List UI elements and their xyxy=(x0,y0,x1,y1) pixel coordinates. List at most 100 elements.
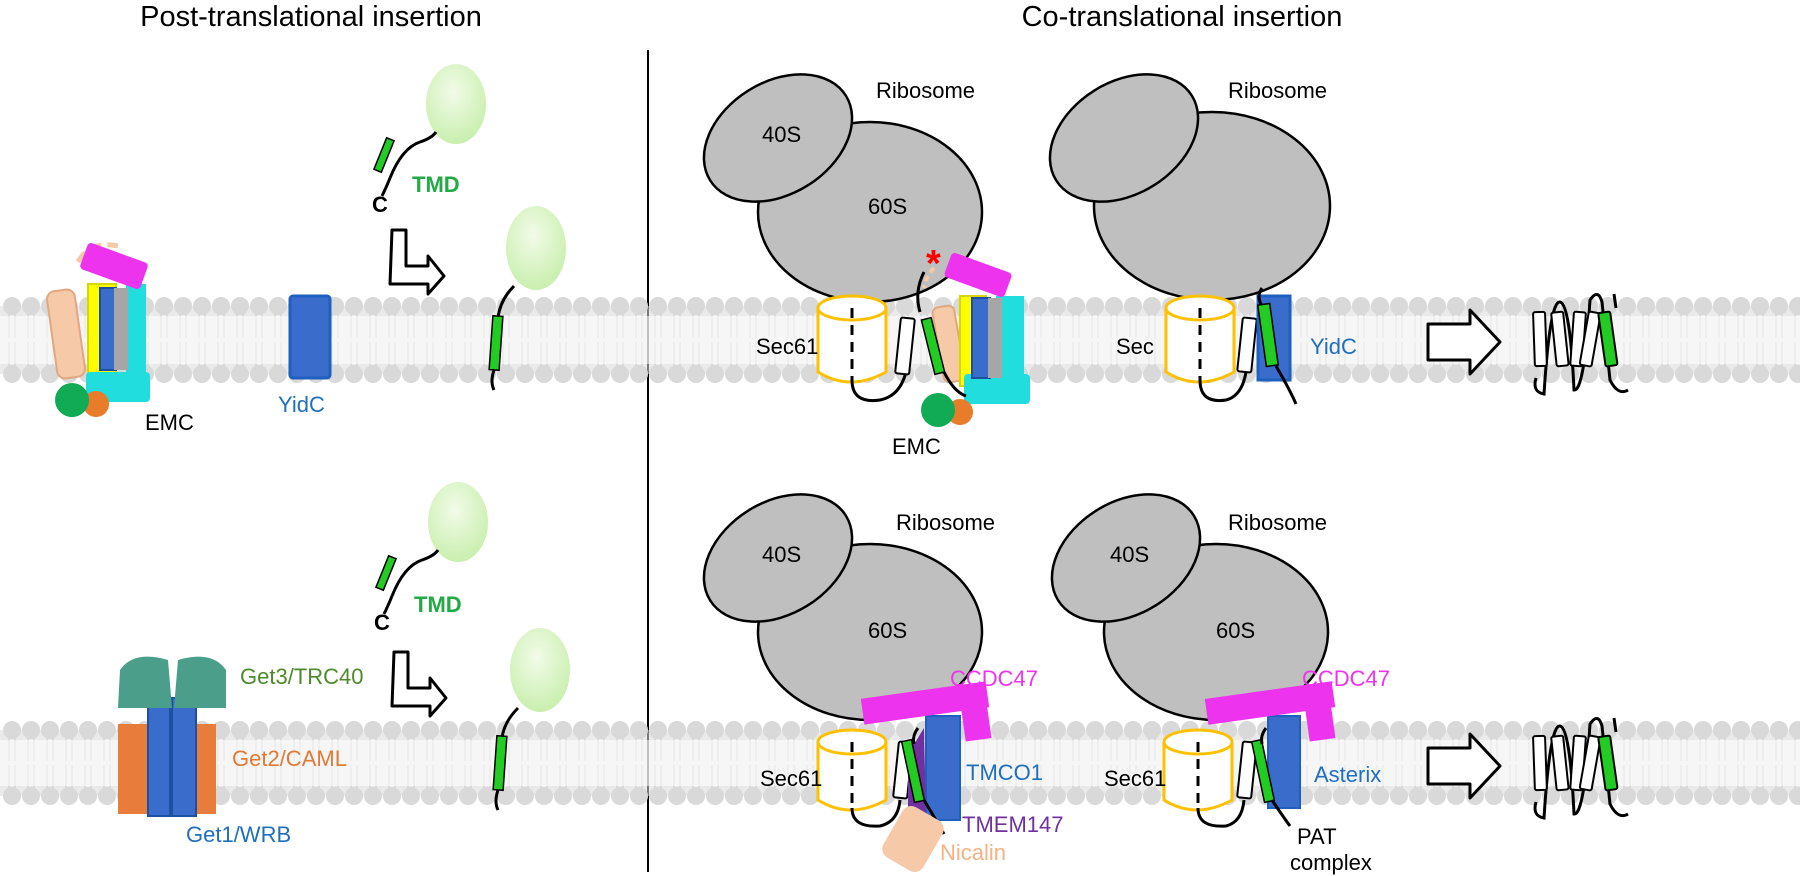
tmd-inserted xyxy=(488,314,504,372)
lipid-head xyxy=(592,787,610,805)
lipid-head xyxy=(1713,787,1731,805)
lipid-head xyxy=(1637,365,1655,383)
lipid-head xyxy=(421,721,439,739)
lipid-head xyxy=(630,721,648,739)
lipid-head xyxy=(364,365,382,383)
nicalin-label: Nicalin xyxy=(940,840,1006,865)
lipid-head xyxy=(611,297,629,315)
lipid-head xyxy=(345,787,363,805)
emc-blue-co xyxy=(971,297,991,379)
ccdc47-bar xyxy=(860,681,990,725)
lipid-head xyxy=(1333,787,1351,805)
lipid-head xyxy=(1789,787,1800,805)
lipid-head xyxy=(744,787,762,805)
40s-label-3: 40S xyxy=(762,542,801,567)
sec61-label-3: Sec61 xyxy=(760,766,822,791)
lipid-head xyxy=(687,721,705,739)
lipid-head xyxy=(1067,297,1085,315)
lipid-head xyxy=(1048,787,1066,805)
pat-complex-panel xyxy=(1050,493,1336,828)
sec61-label-1: Sec61 xyxy=(756,334,818,359)
lipid-head xyxy=(22,721,40,739)
lipid-head xyxy=(573,721,591,739)
lipid-head xyxy=(3,365,21,383)
lipid-head xyxy=(383,721,401,739)
lipid-head xyxy=(1105,297,1123,315)
lipid-head xyxy=(1504,297,1522,315)
lipid-head xyxy=(1409,365,1427,383)
result-arrow-top xyxy=(1426,308,1502,376)
lipid-head xyxy=(478,787,496,805)
lipid-head xyxy=(1694,787,1712,805)
tm-helix-2 xyxy=(1550,734,1570,792)
lipid-head xyxy=(1333,721,1351,739)
lipid-head xyxy=(478,721,496,739)
lipid-head xyxy=(402,297,420,315)
lipid-head xyxy=(307,721,325,739)
tm-helix-2 xyxy=(1550,310,1570,368)
lipid-head xyxy=(1124,297,1142,315)
lipid-head xyxy=(1675,365,1693,383)
lipid-head xyxy=(630,297,648,315)
lipid-head xyxy=(1656,365,1674,383)
tm-helix-white xyxy=(894,316,916,376)
emc-cyan-subunit xyxy=(126,284,146,386)
lipid-head xyxy=(1352,297,1370,315)
lipid-head xyxy=(497,787,515,805)
lipid-head xyxy=(744,721,762,739)
lipid-head xyxy=(668,721,686,739)
lipid-head xyxy=(1048,365,1066,383)
lipid-head xyxy=(516,787,534,805)
lipid-head xyxy=(782,721,800,739)
lipid-head xyxy=(212,297,230,315)
lipid-head xyxy=(1409,787,1427,805)
lipid-head xyxy=(516,365,534,383)
lipid-head xyxy=(1447,787,1465,805)
lipid-head xyxy=(1523,721,1541,739)
lipid-head xyxy=(991,721,1009,739)
lipid-head xyxy=(421,297,439,315)
lipid-head xyxy=(1485,365,1503,383)
lipid-head xyxy=(801,721,819,739)
lipid-head xyxy=(288,721,306,739)
lipid-head xyxy=(1086,365,1104,383)
lipid-head xyxy=(459,787,477,805)
pat-label-line2: complex xyxy=(1290,850,1372,875)
lipid-head xyxy=(1124,787,1142,805)
lipid-head xyxy=(1618,721,1636,739)
lipid-head xyxy=(706,721,724,739)
co-translational-title: Co-translational insertion xyxy=(1022,1,1343,33)
lipid-head xyxy=(1656,721,1674,739)
lipid-head xyxy=(1751,787,1769,805)
lipid-head xyxy=(554,365,572,383)
60s-label-1: 60S xyxy=(868,194,907,219)
lipid-head xyxy=(1732,721,1750,739)
lipid-head xyxy=(250,721,268,739)
emc-magenta-subunit xyxy=(80,243,148,289)
lipid-head xyxy=(1314,787,1332,805)
post-translational-title: Post-translational insertion xyxy=(140,1,482,33)
lipid-head xyxy=(1637,721,1655,739)
lipid-head xyxy=(1390,721,1408,739)
lipid-head xyxy=(440,721,458,739)
lipid-head xyxy=(1751,721,1769,739)
lipid-head xyxy=(1789,721,1800,739)
lipid-head xyxy=(915,365,933,383)
lipid-head xyxy=(1124,721,1142,739)
lipid-head xyxy=(592,297,610,315)
lipid-head xyxy=(668,297,686,315)
ribosome-emc-panel xyxy=(702,73,1030,427)
lipid-head xyxy=(383,787,401,805)
lipid-head xyxy=(1371,787,1389,805)
lipid-head xyxy=(725,721,743,739)
lipid-head xyxy=(1713,721,1731,739)
emc-label-co: EMC xyxy=(892,434,941,459)
lipid-head xyxy=(1447,297,1465,315)
lipid-head xyxy=(155,365,173,383)
lipid-head xyxy=(1523,787,1541,805)
tm-helix-5 xyxy=(1597,310,1619,368)
lipid-head xyxy=(364,787,382,805)
lipid-head xyxy=(1770,365,1788,383)
lipid-head xyxy=(1428,787,1446,805)
lipid-head xyxy=(573,787,591,805)
